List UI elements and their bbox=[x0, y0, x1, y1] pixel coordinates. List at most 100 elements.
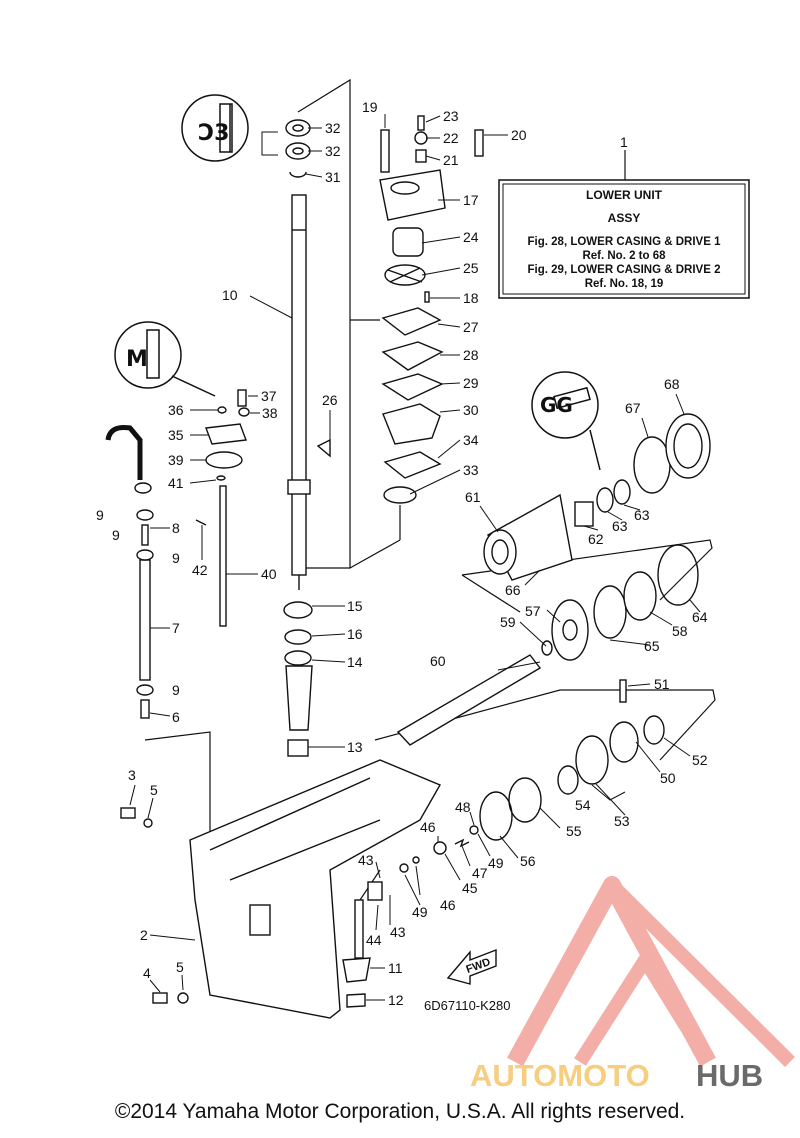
callout-44: 44 bbox=[366, 932, 382, 948]
callout-56: 56 bbox=[520, 853, 536, 869]
callout-6: 6 bbox=[172, 709, 180, 725]
grease-detail-circle-2: M bbox=[114, 321, 216, 397]
parts-artwork bbox=[105, 115, 711, 1019]
callout-9a: 9 bbox=[96, 507, 104, 523]
callout-47: 47 bbox=[472, 865, 488, 881]
info-title-1: LOWER UNIT bbox=[586, 188, 663, 202]
callout-52: 52 bbox=[692, 752, 708, 768]
callout-62: 62 bbox=[588, 531, 604, 547]
callout-16: 16 bbox=[347, 626, 363, 642]
callout-3: 3 bbox=[128, 767, 136, 783]
callout-50: 50 bbox=[660, 770, 676, 786]
callout-13: 13 bbox=[347, 739, 363, 755]
callout-9b: 9 bbox=[112, 527, 120, 543]
callout-11: 11 bbox=[388, 960, 403, 976]
callout-43a: 43 bbox=[358, 852, 374, 868]
callout-5b: 5 bbox=[176, 959, 184, 975]
assembly-brackets bbox=[144, 78, 716, 901]
callout-4: 4 bbox=[143, 965, 151, 981]
callout-43b: 43 bbox=[390, 924, 406, 940]
info-box: LOWER UNIT ASSY Fig. 28, LOWER CASING & … bbox=[498, 150, 750, 299]
automotohub-logo: AUTOMOTO HUB bbox=[470, 876, 795, 1093]
callout-46b: 46 bbox=[440, 897, 456, 913]
callout-27: 27 bbox=[463, 319, 479, 335]
callout-64: 64 bbox=[692, 609, 708, 625]
callout-24: 24 bbox=[463, 229, 479, 245]
info-line-1: Fig. 28, LOWER CASING & DRIVE 1 bbox=[528, 236, 722, 248]
callout-40: 40 bbox=[261, 566, 277, 582]
callout-26: 26 bbox=[322, 392, 338, 408]
callout-23: 23 bbox=[443, 108, 459, 124]
callout-30: 30 bbox=[463, 402, 479, 418]
callout-55: 55 bbox=[566, 823, 582, 839]
grease-symbol-icon: Ↄ3 bbox=[198, 121, 229, 146]
callout-58: 58 bbox=[672, 623, 688, 639]
callout-14: 14 bbox=[347, 654, 363, 670]
callout-18: 18 bbox=[463, 290, 479, 306]
grease-detail-circle-1: Ↄ3 bbox=[181, 94, 249, 162]
callout-12: 12 bbox=[388, 992, 404, 1008]
callout-21: 21 bbox=[443, 152, 459, 168]
callout-66: 66 bbox=[505, 582, 521, 598]
callout-22: 22 bbox=[443, 130, 459, 146]
callout-57: 57 bbox=[525, 603, 541, 619]
callout-46a: 46 bbox=[420, 819, 436, 835]
callout-49a: 49 bbox=[412, 904, 428, 920]
callout-9d: 9 bbox=[172, 682, 180, 698]
part-code: 6D67110-K280 bbox=[424, 998, 511, 1013]
callout-leaders bbox=[129, 114, 701, 1001]
callout-19: 19 bbox=[362, 99, 378, 115]
callout-48: 48 bbox=[455, 799, 471, 815]
callout-36: 36 bbox=[168, 402, 184, 418]
callout-25: 25 bbox=[463, 260, 479, 276]
callout-1: 1 bbox=[620, 134, 628, 150]
callout-60: 60 bbox=[430, 653, 446, 669]
callout-29: 29 bbox=[463, 375, 479, 391]
callout-63b: 63 bbox=[634, 507, 650, 523]
callout-68: 68 bbox=[664, 376, 680, 392]
callout-2: 2 bbox=[140, 927, 148, 943]
copyright-notice: ©2014 Yamaha Motor Corporation, U.S.A. A… bbox=[114, 1100, 686, 1123]
callout-32b: 32 bbox=[325, 143, 341, 159]
callout-15: 15 bbox=[347, 598, 363, 614]
callout-28: 28 bbox=[463, 347, 479, 363]
callout-32a: 32 bbox=[325, 120, 341, 136]
callout-10: 10 bbox=[222, 287, 238, 303]
callout-54: 54 bbox=[575, 797, 591, 813]
callout-7: 7 bbox=[172, 620, 180, 636]
callout-45: 45 bbox=[462, 880, 478, 896]
callout-42: 42 bbox=[192, 562, 208, 578]
callout-59: 59 bbox=[500, 614, 516, 630]
callout-67: 67 bbox=[625, 400, 641, 416]
callout-8: 8 bbox=[172, 520, 180, 536]
callout-34: 34 bbox=[463, 432, 479, 448]
grease-detail-circle-3: GG bbox=[531, 371, 601, 471]
callout-33: 33 bbox=[463, 462, 479, 478]
callout-9c: 9 bbox=[172, 550, 180, 566]
info-line-2: Ref. No. 2 to 68 bbox=[582, 250, 666, 262]
callout-numbers: 1 2 3 4 5 5 6 7 8 9 9 9 9 10 11 12 13 14… bbox=[96, 99, 708, 1013]
callout-61: 61 bbox=[465, 489, 481, 505]
callout-38: 38 bbox=[262, 405, 278, 421]
callout-20: 20 bbox=[511, 127, 527, 143]
callout-35: 35 bbox=[168, 427, 184, 443]
callout-17: 17 bbox=[463, 192, 479, 208]
callout-5a: 5 bbox=[150, 782, 158, 798]
sealant-symbol-icon: M bbox=[126, 347, 148, 372]
callout-51: 51 bbox=[654, 676, 670, 692]
callout-53: 53 bbox=[614, 813, 630, 829]
callout-31: 31 bbox=[325, 169, 341, 185]
watermark-text-2: HUB bbox=[696, 1058, 763, 1093]
watermark-text-1: AUTOMOTO bbox=[470, 1058, 650, 1093]
callout-49b: 49 bbox=[488, 855, 504, 871]
grease-symbol-icon-2: GG bbox=[540, 393, 573, 417]
callout-41: 41 bbox=[168, 475, 184, 491]
callout-37: 37 bbox=[261, 388, 277, 404]
callout-63a: 63 bbox=[612, 518, 628, 534]
fwd-arrow-icon: FWD bbox=[446, 948, 497, 985]
info-line-4: Ref. No. 18, 19 bbox=[585, 278, 664, 290]
info-title-2: ASSY bbox=[608, 211, 641, 225]
callout-39: 39 bbox=[168, 452, 184, 468]
info-line-3: Fig. 29, LOWER CASING & DRIVE 2 bbox=[528, 264, 721, 276]
